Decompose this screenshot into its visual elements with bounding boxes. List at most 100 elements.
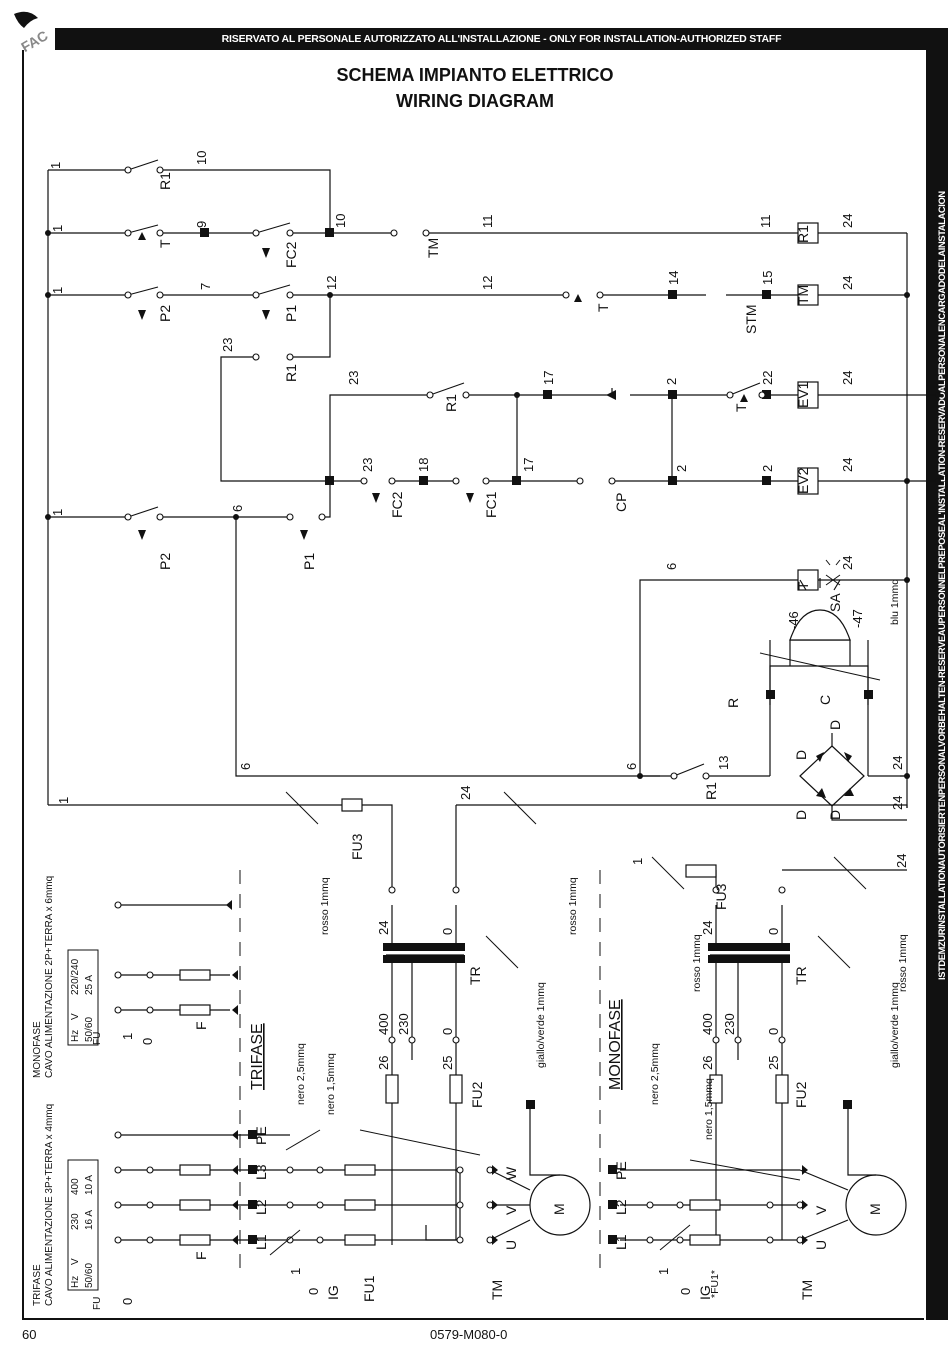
svg-text:10: 10 — [194, 151, 209, 165]
svg-text:FU: FU — [92, 1032, 103, 1045]
svg-text:12: 12 — [480, 276, 495, 290]
svg-text:R1: R1 — [795, 225, 811, 243]
svg-text:V: V — [70, 1013, 81, 1020]
svg-text:17: 17 — [541, 371, 556, 385]
svg-text:TM: TM — [795, 285, 811, 305]
page-number: 60 — [22, 1327, 37, 1342]
svg-text:400: 400 — [700, 1013, 715, 1035]
svg-text:R1: R1 — [283, 364, 299, 382]
svg-text:400: 400 — [376, 1013, 391, 1035]
svg-text:26: 26 — [700, 1056, 715, 1070]
svg-text:L2: L2 — [613, 1199, 629, 1215]
coils-and-fuses — [179, 222, 819, 1246]
svg-text:MONOFASE: MONOFASE — [607, 999, 624, 1090]
svg-text:R1: R1 — [703, 782, 719, 800]
svg-text:230: 230 — [722, 1013, 737, 1035]
svg-text:24: 24 — [894, 854, 909, 868]
svg-text:Hz: Hz — [70, 1030, 81, 1042]
svg-text:0: 0 — [440, 928, 455, 935]
svg-text:EV2: EV2 — [795, 467, 811, 494]
svg-text:25 A: 25 A — [84, 975, 95, 995]
svg-text:nero 1,5mmq: nero 1,5mmq — [703, 1078, 715, 1140]
svg-text:M: M — [551, 1203, 567, 1215]
svg-text:STM: STM — [743, 304, 759, 334]
svg-text:giallo/verde 1mmq: giallo/verde 1mmq — [889, 982, 901, 1068]
svg-text:L3: L3 — [253, 1164, 269, 1180]
svg-text:1: 1 — [120, 1033, 135, 1040]
svg-text:U: U — [503, 1240, 519, 1250]
svg-text:14: 14 — [666, 271, 681, 285]
svg-text:C: C — [817, 695, 833, 705]
svg-text:EV1: EV1 — [795, 381, 811, 408]
svg-text:R: R — [725, 698, 741, 708]
svg-text:CP: CP — [613, 493, 629, 512]
svg-text:230: 230 — [396, 1013, 411, 1035]
svg-text:F: F — [193, 1021, 209, 1030]
svg-text:M: M — [867, 1203, 883, 1215]
svg-text:24: 24 — [890, 756, 905, 770]
svg-text:24: 24 — [840, 214, 855, 228]
svg-text:0: 0 — [440, 1028, 455, 1035]
svg-text:1: 1 — [288, 1268, 303, 1275]
svg-text:rosso 1mmq: rosso 1mmq — [691, 934, 703, 992]
svg-text:T: T — [733, 403, 749, 412]
svg-text:MONOFASE: MONOFASE — [32, 1021, 43, 1078]
svg-text:D: D — [827, 720, 843, 730]
svg-text:FU3: FU3 — [349, 833, 365, 860]
svg-text:IG: IG — [325, 1285, 341, 1300]
page-frame — [22, 50, 924, 1320]
svg-text:blu 1mmq: blu 1mmq — [889, 579, 901, 625]
svg-text:TRIFASE: TRIFASE — [249, 1023, 266, 1090]
svg-text:25: 25 — [440, 1056, 455, 1070]
svg-text:FU2: FU2 — [793, 1081, 809, 1108]
svg-text:-46: -46 — [786, 611, 801, 630]
svg-text:D: D — [793, 750, 809, 760]
svg-text:rosso 1mmq: rosso 1mmq — [319, 877, 331, 935]
svg-text:-47: -47 — [850, 609, 865, 628]
svg-text:23: 23 — [360, 458, 375, 472]
supply-tables: TRIFASE CAVO ALIMENTAZIONE 3P+TERRA x 4m… — [32, 876, 103, 1310]
svg-text:L2: L2 — [253, 1199, 269, 1215]
dashed-separators — [150, 870, 601, 1270]
svg-text:nero 2,5mmq: nero 2,5mmq — [649, 1043, 661, 1105]
svg-text:rosso 1mmq: rosso 1mmq — [567, 877, 579, 935]
component-labels: R1 T FC2 TM R1 P2 P1 T STM TM R1 R1 T EV… — [157, 172, 883, 1302]
arrows — [138, 232, 854, 1245]
svg-text:P1: P1 — [301, 553, 317, 570]
authorized-staff-banner: RISERVATO AL PERSONALE AUTORIZZATO ALL'I… — [55, 28, 948, 50]
svg-text:P2: P2 — [157, 553, 173, 570]
svg-text:1: 1 — [50, 509, 65, 516]
section-titles: TRIFASE MONOFASE — [249, 999, 624, 1090]
svg-text:rosso 1mmq: rosso 1mmq — [897, 934, 909, 992]
svg-text:V: V — [70, 1258, 81, 1265]
svg-text:FU: FU — [92, 1297, 103, 1310]
svg-text:Hz: Hz — [70, 1276, 81, 1288]
svg-text:0: 0 — [678, 1288, 693, 1295]
svg-text:25: 25 — [766, 1056, 781, 1070]
svg-text:24: 24 — [890, 796, 905, 810]
svg-text:6: 6 — [238, 763, 253, 770]
svg-text:10 A: 10 A — [84, 1175, 95, 1195]
svg-text:V: V — [503, 1205, 519, 1215]
svg-text:FC1: FC1 — [483, 491, 499, 518]
svg-text:230: 230 — [70, 1213, 81, 1230]
svg-text:FU1: FU1 — [361, 1275, 377, 1302]
cable-notes: rosso 1mmq rosso 1mmq rosso 1mmq rosso 1… — [295, 579, 909, 1298]
svg-text:W: W — [503, 1166, 519, 1180]
svg-text:18: 18 — [416, 458, 431, 472]
svg-text:1: 1 — [50, 287, 65, 294]
svg-text:P1: P1 — [283, 305, 299, 322]
svg-text:T: T — [595, 303, 611, 312]
svg-text:nero 2,5mmq: nero 2,5mmq — [295, 1043, 307, 1105]
document-code: 0579-M080-0 — [430, 1327, 508, 1342]
svg-text:PE: PE — [253, 1126, 269, 1145]
svg-text:220/240: 220/240 — [70, 958, 81, 995]
svg-text:0: 0 — [306, 1288, 321, 1295]
svg-text:FU2: FU2 — [469, 1081, 485, 1108]
svg-text:FC2: FC2 — [283, 241, 299, 268]
svg-text:7: 7 — [198, 283, 213, 290]
svg-text:2: 2 — [674, 465, 689, 472]
svg-text:17: 17 — [521, 458, 536, 472]
svg-text:6: 6 — [664, 563, 679, 570]
